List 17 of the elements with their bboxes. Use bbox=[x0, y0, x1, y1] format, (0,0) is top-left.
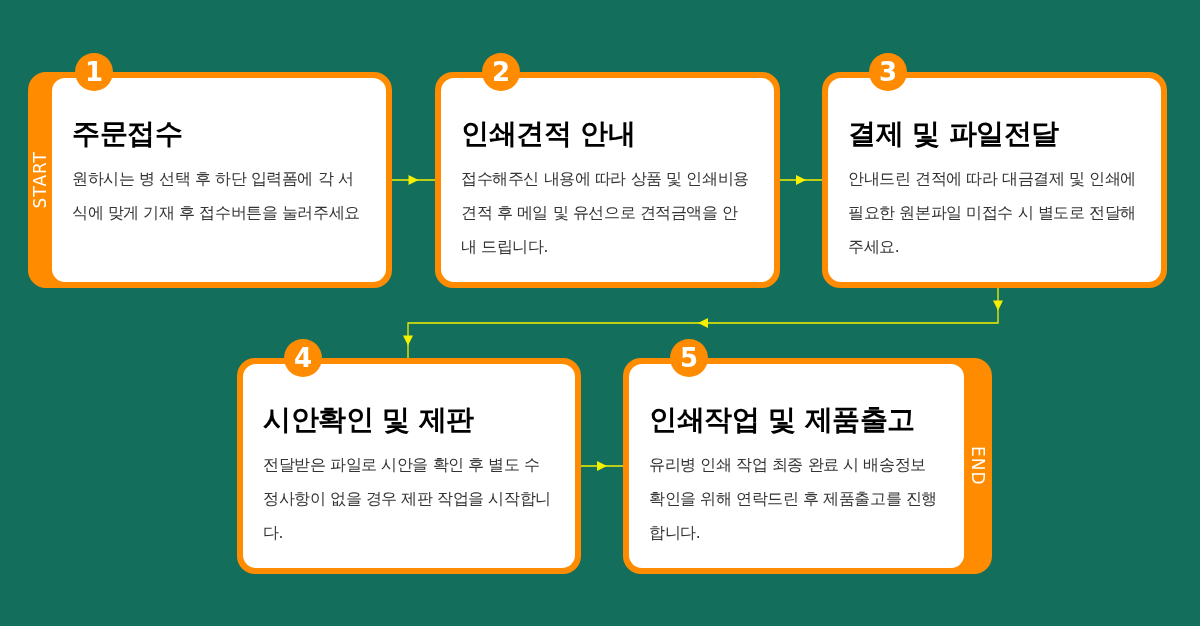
step-description: 안내드린 견적에 따라 대금결제 및 인쇄에 필요한 원본파일 미접수 시 별도로 전달해 주세요. bbox=[848, 169, 1137, 258]
tab-label: START bbox=[30, 151, 50, 209]
step-title: 인쇄견적 안내 bbox=[461, 116, 637, 152]
step-description: 원하시는 병 선택 후 하단 입력폼에 각 서식에 맞게 기재 후 접수버튼을 눌러주세요 bbox=[72, 169, 361, 224]
step-title: 결제 및 파일전달 bbox=[848, 116, 1060, 152]
step-description: 유리병 인쇄 작업 최종 완료 시 배송정보 확인을 위해 연락드린 후 제품출고를 진행합니다. bbox=[649, 455, 938, 544]
step-number: 5 bbox=[670, 339, 708, 377]
step-title: 시안확인 및 제판 bbox=[263, 402, 475, 438]
step-number: 2 bbox=[482, 53, 520, 91]
step-number: 4 bbox=[284, 339, 322, 377]
step-number: 1 bbox=[75, 53, 113, 91]
step-description: 접수해주신 내용에 따라 상품 및 인쇄비용 견적 후 메일 및 유선으로 견적금액을 안내 드립니다. bbox=[461, 169, 750, 258]
step-description: 전달받은 파일로 시안을 확인 후 별도 수정사항이 없을 경우 제판 작업을 시작합니다. bbox=[263, 455, 552, 544]
step-title: 주문접수 bbox=[72, 116, 183, 152]
tab-label: END bbox=[968, 446, 988, 486]
step-title: 인쇄작업 및 제품출고 bbox=[649, 402, 916, 438]
step-number: 3 bbox=[869, 53, 907, 91]
